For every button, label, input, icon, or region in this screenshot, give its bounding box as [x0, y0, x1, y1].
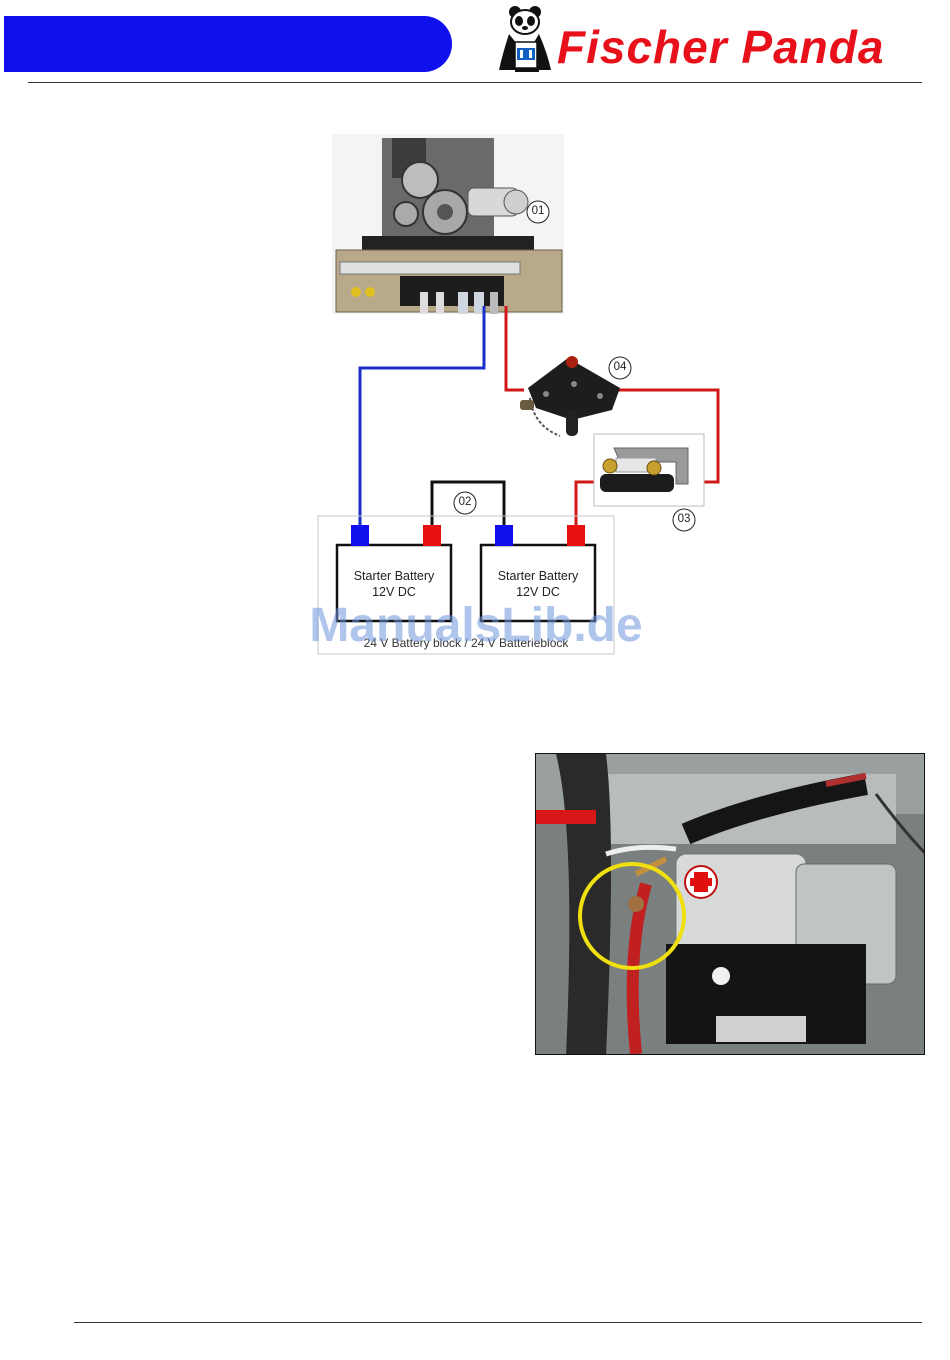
- callout-02-label: 02: [454, 496, 476, 508]
- starter-motor-photo: [535, 753, 925, 1055]
- positive-wire-generator: [506, 306, 524, 390]
- battery-2-label: Starter Battery 12V DC: [481, 568, 595, 600]
- battery-2-type: Starter Battery: [481, 568, 595, 584]
- starter-motor-image: [536, 754, 925, 1055]
- battery-1-positive-terminal: [423, 525, 441, 546]
- generator-image: [332, 134, 564, 314]
- watermark: ManualsLib.de: [290, 598, 662, 653]
- battery-2-negative-terminal: [495, 525, 513, 546]
- fuse-holder: [594, 434, 704, 506]
- callout-03-label: 03: [673, 513, 695, 525]
- callout-04-label: 04: [609, 361, 631, 373]
- callout-01-label: 01: [527, 205, 549, 217]
- positive-wire-fuse: [576, 482, 594, 526]
- battery-1-type: Starter Battery: [337, 568, 451, 584]
- battery-2-positive-terminal: [567, 525, 585, 546]
- battery-1-label: Starter Battery 12V DC: [337, 568, 451, 600]
- wiring-diagram: [0, 0, 950, 700]
- battery-1-negative-terminal: [351, 525, 369, 546]
- footer-rule: [74, 1322, 922, 1323]
- battery-switch: [520, 356, 620, 436]
